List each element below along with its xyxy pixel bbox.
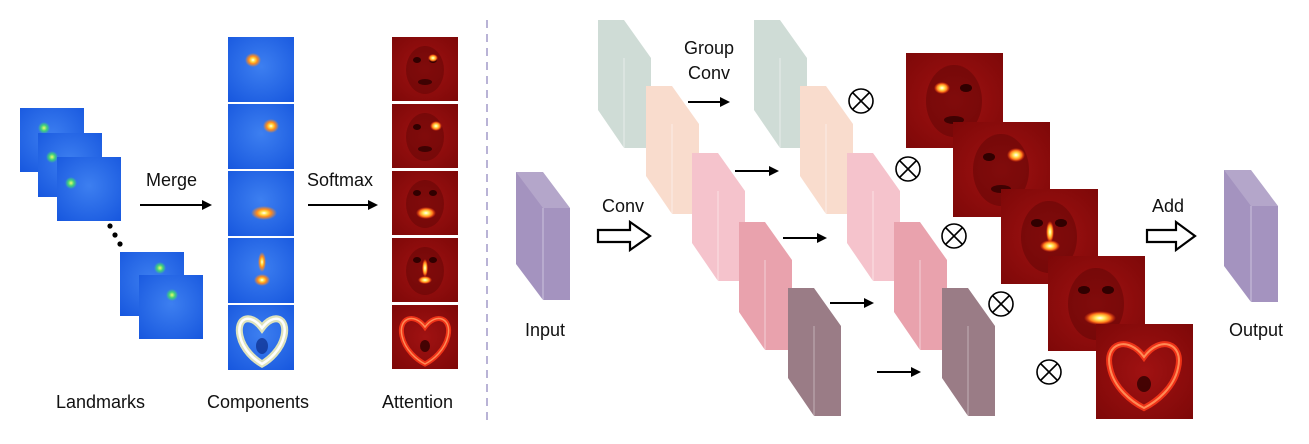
attention-map <box>1048 256 1145 351</box>
feature-block <box>692 153 745 281</box>
output-label: Output <box>1229 320 1284 340</box>
attention-map <box>392 37 458 101</box>
landmark-map <box>57 157 121 221</box>
input-label: Input <box>525 320 566 340</box>
ellipsis-dots <box>107 223 123 247</box>
feature-block <box>646 86 699 214</box>
conv-label: Conv <box>602 196 645 216</box>
feature-block <box>788 288 841 416</box>
add-label: Add <box>1152 196 1185 216</box>
group-conv-label-line1: Group <box>683 38 735 58</box>
attention-column <box>392 37 458 369</box>
landmark-stack-lower <box>120 252 203 339</box>
softmax-label: Softmax <box>307 170 374 190</box>
attention-map <box>1001 189 1098 284</box>
landmark-stack-upper <box>20 108 121 221</box>
component-map <box>228 171 294 236</box>
group-conv-arrows <box>688 97 921 377</box>
feature-block <box>942 288 995 416</box>
multiply-operators <box>848 88 1062 385</box>
output-block <box>1224 170 1278 302</box>
add-arrow <box>1145 219 1197 253</box>
feature-block <box>754 20 807 148</box>
attention-map <box>1096 324 1193 419</box>
attention-map <box>392 104 458 168</box>
merge-label: Merge <box>146 170 198 190</box>
conv-arrow <box>596 219 652 253</box>
multiply-icon <box>988 291 1014 317</box>
feature-stack-right <box>754 20 995 416</box>
input-block <box>516 172 570 300</box>
component-map <box>228 37 294 102</box>
components-column <box>228 37 294 370</box>
components-label: Components <box>207 392 310 412</box>
attention-label: Attention <box>382 392 454 412</box>
multiply-icon <box>941 223 967 249</box>
attention-map <box>392 171 458 235</box>
multiply-icon <box>895 156 921 182</box>
group-conv-label-line2: Conv <box>687 63 731 83</box>
component-map <box>228 305 294 370</box>
component-map <box>228 238 294 303</box>
feature-block <box>598 20 651 148</box>
feature-stack-left <box>598 20 841 416</box>
feature-block <box>847 153 900 281</box>
landmark-map <box>139 275 203 339</box>
landmarks-label: Landmarks <box>56 392 146 412</box>
attention-cascade <box>906 53 1193 419</box>
feature-block <box>800 86 853 214</box>
attention-map <box>392 238 458 302</box>
multiply-icon <box>1036 359 1062 385</box>
attention-map <box>392 305 458 369</box>
multiply-icon <box>848 88 874 114</box>
component-map <box>228 104 294 169</box>
feature-block <box>739 222 792 350</box>
feature-block <box>894 222 947 350</box>
